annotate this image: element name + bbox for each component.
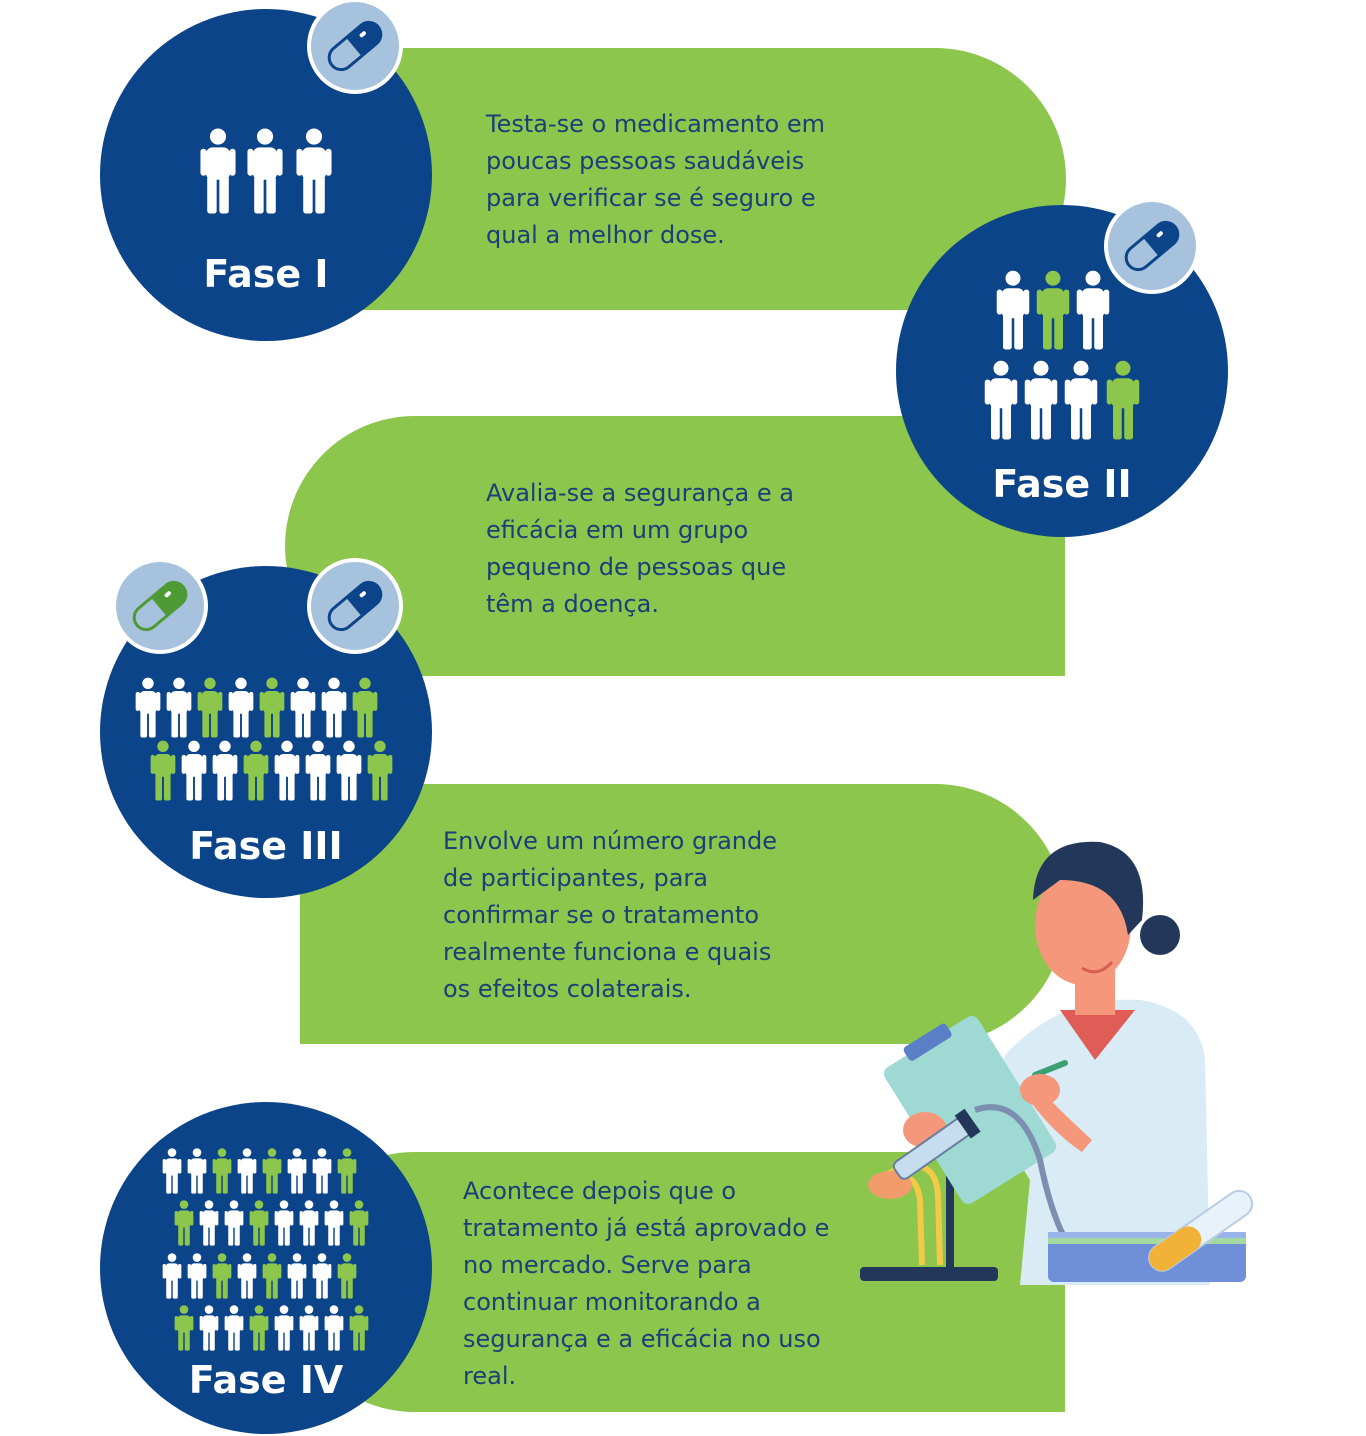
phase-description: Testa-se o medicamento em poucas pessoas… [486,110,826,249]
pill-icon [307,558,403,654]
scientist-illustration [860,841,1254,1285]
phase-description: Acontece depois que o tratamento já está… [463,1177,830,1390]
phase-title: Fase I [203,252,329,296]
pill-icon [1104,198,1200,294]
phase-title: Fase IV [188,1358,344,1402]
phase-description: Envolve um número grande de participante… [443,827,777,1003]
pill-icon [307,0,403,94]
phase-title: Fase III [189,824,343,868]
green-bands [285,48,1066,1412]
phase-title: Fase II [992,462,1132,506]
phase-description: Avalia-se a segurança e a eficácia em um… [486,479,794,618]
green-pill-icon [112,558,208,654]
